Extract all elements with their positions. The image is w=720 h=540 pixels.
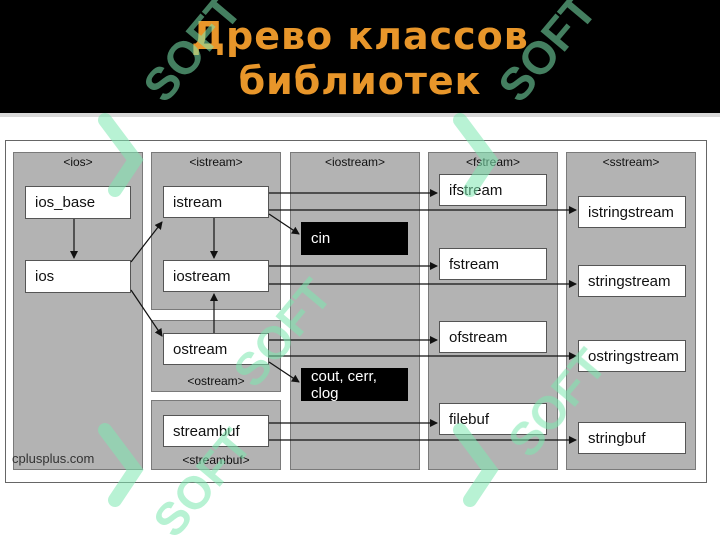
- title-line-1: Древо классов: [191, 14, 529, 58]
- title-line-2: библиотек: [238, 59, 482, 103]
- box-ios: ios: [25, 260, 131, 293]
- box-ostringstream: ostringstream: [578, 340, 686, 372]
- box-cin: cin: [301, 222, 408, 255]
- box-ifstream: ifstream: [439, 174, 547, 206]
- box-streambuf: streambuf: [163, 415, 269, 447]
- box-filebuf: filebuf: [439, 403, 547, 435]
- title-bar: Древо классов библиотек: [0, 0, 720, 113]
- box-ofstream: ofstream: [439, 321, 547, 353]
- box-iostream: iostream: [163, 260, 269, 292]
- box-istringstream: istringstream: [578, 196, 686, 228]
- box-stringbuf: stringbuf: [578, 422, 686, 454]
- column-sstream-label: <sstream>: [602, 155, 660, 169]
- column-iostream: <iostream>: [290, 152, 420, 470]
- box-stringstream: stringstream: [578, 265, 686, 297]
- box-cout-cerr-clog: cout, cerr, clog: [301, 368, 408, 402]
- content-top-strip: [0, 113, 720, 117]
- slide-title: Древо классов библиотек: [0, 14, 720, 104]
- column-istream-label: <istream>: [189, 155, 243, 169]
- column-iostream-label: <iostream>: [324, 155, 386, 169]
- box-fstream: fstream: [439, 248, 547, 280]
- column-ios-label: <ios>: [63, 155, 93, 169]
- box-istream: istream: [163, 186, 269, 218]
- column-fstream-label: <fstream>: [465, 155, 521, 169]
- column-streambuf-label: <streambuf>: [182, 453, 250, 467]
- box-ostream: ostream: [163, 333, 269, 365]
- box-ios-base: ios_base: [25, 186, 131, 219]
- credit-text: cplusplus.com: [12, 451, 95, 466]
- column-ostream-label: <ostream>: [187, 374, 245, 388]
